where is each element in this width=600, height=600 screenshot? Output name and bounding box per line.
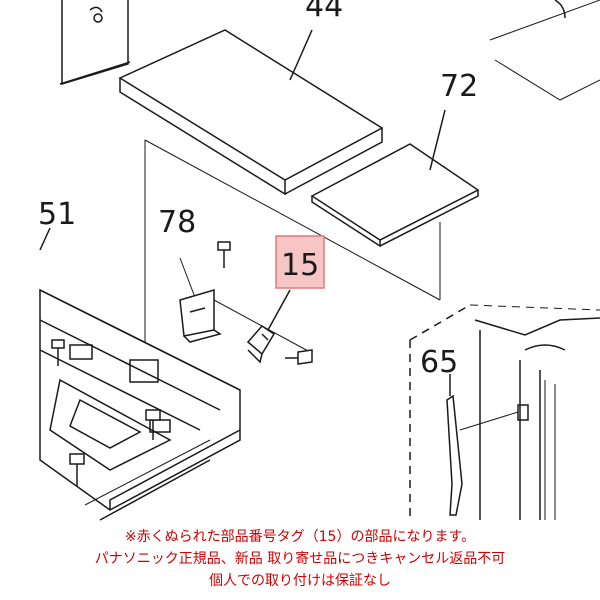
part-65-gasket <box>446 394 463 516</box>
part-65-frame <box>409 304 600 520</box>
back-panel <box>61 0 129 86</box>
part-72-plate <box>310 143 480 248</box>
part-44-board <box>118 29 384 196</box>
part-label-51: 51 <box>38 197 76 232</box>
top-right-panel <box>489 0 600 41</box>
part-label-44: 44 <box>305 0 343 24</box>
notice-block: ※赤くぬられた部品番号タグ（15）の部品になります。 パナソニック正規品、新品 … <box>0 526 600 592</box>
part-label-15: 15 <box>281 248 319 283</box>
screw-chassis-2 <box>145 409 161 440</box>
screw-right <box>285 349 313 365</box>
highlight-tag-15 <box>275 235 325 289</box>
notice-line-2: パナソニック正規品、新品 取り寄せ品につきキャンセル返品不可 <box>94 551 506 567</box>
notice-line-3: 個人での取り付けは保証なし <box>209 573 391 589</box>
part-51-chassis <box>39 227 241 521</box>
part-label-65: 65 <box>420 345 458 380</box>
screw-chassis-1 <box>51 339 65 366</box>
screw-top <box>217 241 231 268</box>
part-label-72: 72 <box>440 69 478 104</box>
screw-chassis-3 <box>69 453 85 486</box>
part-label-78: 78 <box>158 205 196 240</box>
part-15-clip <box>246 325 276 364</box>
notice-line-1: ※赤くぬられた部品番号タグ（15）の部品になります。 <box>124 529 476 545</box>
